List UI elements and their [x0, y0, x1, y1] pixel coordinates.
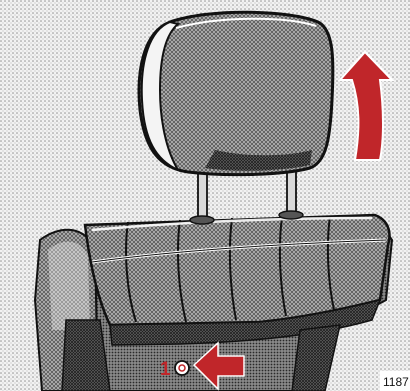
- headrest: [139, 12, 333, 174]
- release-button-icon: [175, 361, 189, 375]
- release-button-number: 1: [160, 359, 171, 380]
- figure-number: 1187: [383, 375, 409, 389]
